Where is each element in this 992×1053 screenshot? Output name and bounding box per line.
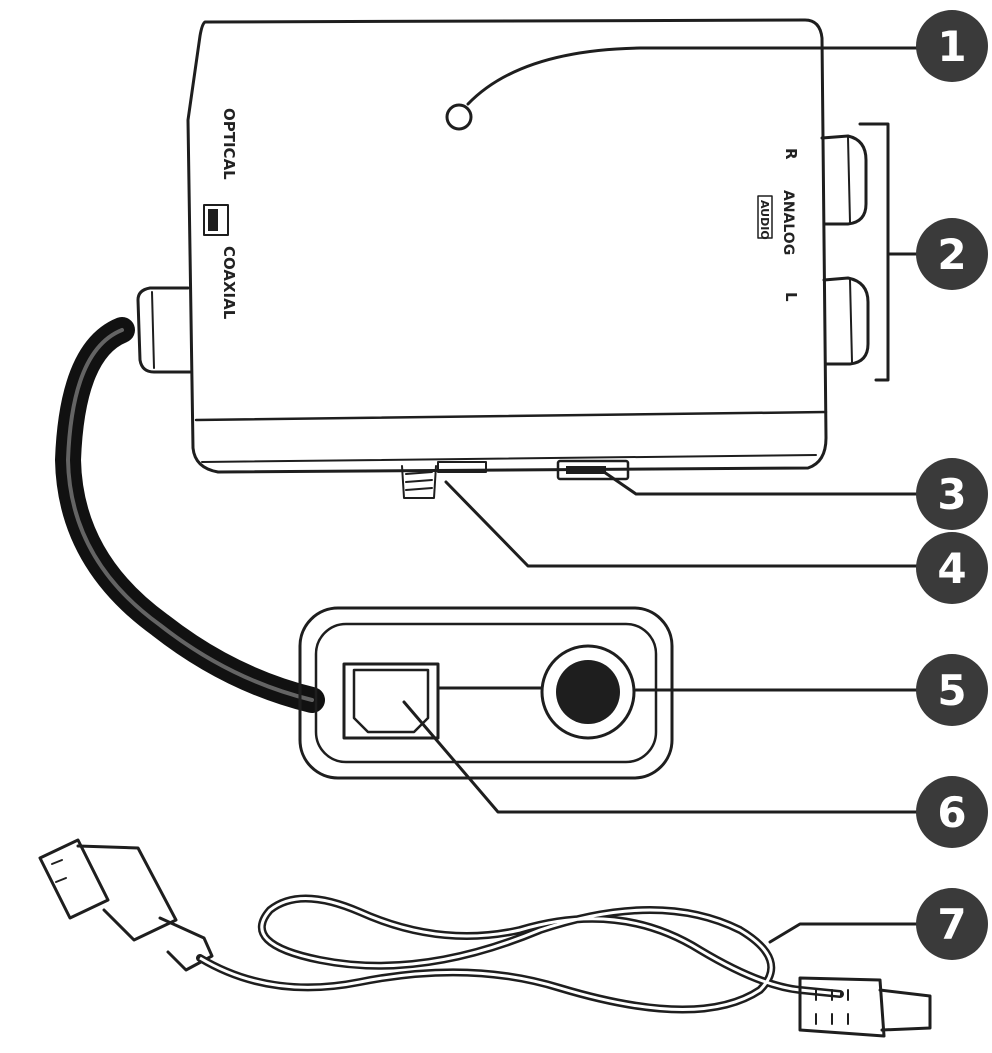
- input-adapter: [298, 606, 674, 780]
- callout-number: 4: [937, 544, 966, 593]
- usb-power-cable: [38, 838, 932, 1038]
- rca-jack-left: [822, 276, 870, 366]
- converter-box: OPTICAL COAXIAL R ANALOG AUDIO L: [136, 18, 870, 499]
- rca-jack-right: [820, 134, 868, 226]
- coaxial-jack: [136, 286, 192, 374]
- connector-cable: [54, 317, 325, 713]
- callout-number: 6: [937, 788, 966, 837]
- callout-badge: [916, 532, 988, 604]
- power-led: [445, 103, 473, 131]
- volume-wheel: [401, 461, 487, 499]
- label-audio: AUDIO: [758, 200, 771, 240]
- callout-number: 3: [937, 470, 966, 519]
- callout-7: 7: [916, 888, 988, 960]
- callout-3: 3: [916, 458, 988, 530]
- callout-4: 4: [916, 532, 988, 604]
- callout-1: 1: [916, 10, 988, 82]
- label-left-channel: L: [782, 292, 800, 302]
- optical-input-port: [342, 662, 440, 740]
- leader-line-7: [768, 922, 942, 944]
- leader-line-6: [402, 700, 942, 814]
- leader-line-1: [466, 46, 942, 106]
- callout-badge: [916, 888, 988, 960]
- label-optical: OPTICAL: [220, 108, 238, 180]
- callout-badge: [916, 218, 988, 290]
- callout-badge: [916, 458, 988, 530]
- label-right-channel: R: [782, 148, 800, 160]
- input-selector-switch: [203, 204, 229, 236]
- callout-number: 1: [937, 22, 966, 71]
- dc-barrel-plug: [798, 976, 932, 1038]
- leader-line-3: [602, 470, 942, 496]
- leader-line-4: [444, 480, 942, 568]
- usb-power-port: [556, 459, 630, 481]
- label-coaxial: COAXIAL: [220, 246, 238, 320]
- callout-6: 6: [916, 776, 988, 848]
- leader-lines: [402, 46, 942, 944]
- audio-badge: [757, 195, 773, 239]
- callout-2: 2: [916, 218, 988, 290]
- callout-number: 7: [937, 900, 966, 949]
- callout-5: 5: [916, 654, 988, 726]
- coaxial-input-port: [540, 644, 636, 740]
- callout-number: 2: [937, 230, 966, 279]
- label-analog: ANALOG: [780, 190, 796, 255]
- callout-badge: [916, 10, 988, 82]
- callout-badge: [916, 776, 988, 848]
- callout-number: 5: [937, 666, 966, 715]
- callout-badge: [916, 654, 988, 726]
- usb-plug: [38, 838, 214, 972]
